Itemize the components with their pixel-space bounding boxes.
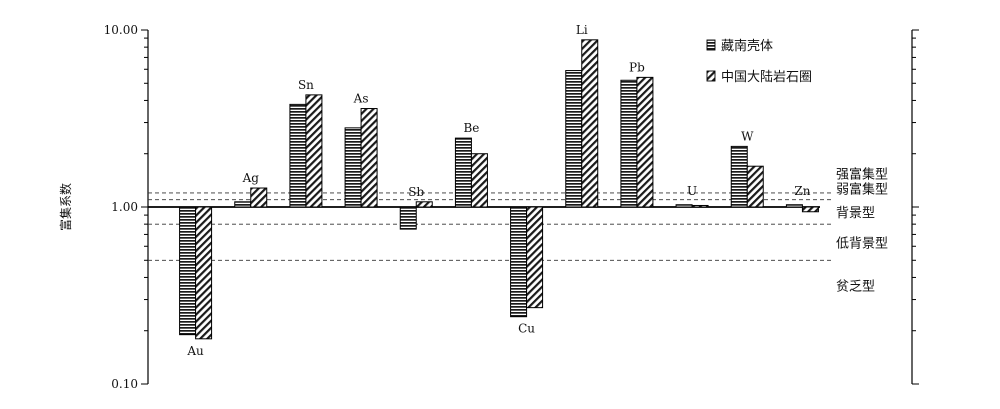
bar-ag-series-1 <box>234 201 252 208</box>
legend-swatch-series-2 <box>706 70 716 82</box>
y-tick-label: 10.00 <box>104 23 138 37</box>
category-label: Pb <box>629 60 645 74</box>
category-label: Sb <box>408 185 424 199</box>
bar-zn-series-2 <box>801 206 819 213</box>
bar-cu-series-2 <box>526 206 544 309</box>
zone-label: 弱富集型 <box>836 182 888 198</box>
category-label: Be <box>463 121 479 135</box>
bar-u-series-2 <box>691 204 709 208</box>
bars-layer <box>179 39 819 340</box>
bar-pb-series-1 <box>620 79 638 208</box>
category-label: U <box>687 184 697 198</box>
category-label: Ag <box>242 171 260 185</box>
bar-cu-series-1 <box>510 206 528 318</box>
category-label: W <box>741 129 754 143</box>
category-label: Zn <box>794 184 810 198</box>
zone-label: 强富集型 <box>836 166 888 182</box>
bar-au-series-2 <box>195 206 213 340</box>
bar-be-series-2 <box>470 153 488 208</box>
zone-label: 低背景型 <box>836 237 888 252</box>
category-label: Au <box>186 344 204 358</box>
bar-w-series-1 <box>730 145 748 208</box>
bar-au-series-1 <box>179 206 197 336</box>
category-label: Sn <box>298 78 314 92</box>
y-tick-label: 0.10 <box>111 377 138 391</box>
bar-u-series-1 <box>675 204 693 208</box>
bar-sb-series-1 <box>399 206 417 230</box>
bar-ag-series-2 <box>250 187 268 208</box>
zone-label: 贫乏型 <box>836 279 875 295</box>
y-tick-label: 1.00 <box>111 200 138 214</box>
legend-label-series-1: 藏南壳体 <box>721 38 773 54</box>
bar-zn-series-1 <box>785 204 803 208</box>
bar-li-series-2 <box>581 39 599 208</box>
legend-label-series-2: 中国大陆岩石圈 <box>721 69 812 85</box>
bar-pb-series-2 <box>636 76 654 208</box>
category-label: Li <box>576 23 588 37</box>
bar-sb-series-2 <box>415 201 433 208</box>
bar-li-series-1 <box>565 70 583 208</box>
bar-be-series-1 <box>454 137 472 208</box>
zone-label: 背景型 <box>836 206 875 221</box>
category-label: As <box>353 92 369 106</box>
y-axis-label: 富集系数 <box>58 183 73 231</box>
bar-as-series-2 <box>360 108 378 208</box>
bar-sn-series-1 <box>289 103 307 208</box>
bar-as-series-1 <box>344 127 362 208</box>
legend-swatch-series-1 <box>706 39 716 51</box>
category-label: Cu <box>518 322 535 336</box>
bar-sn-series-2 <box>305 94 323 208</box>
bar-w-series-2 <box>746 165 764 208</box>
